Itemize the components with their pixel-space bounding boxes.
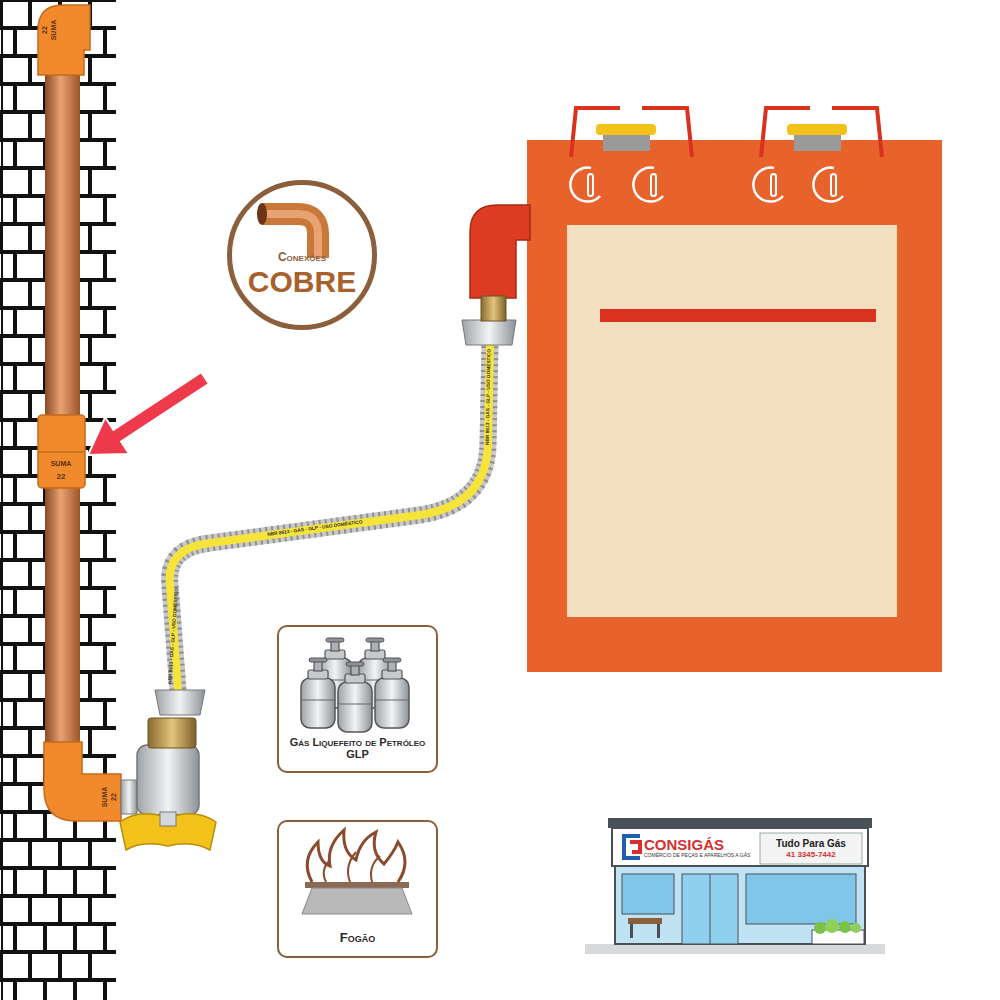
- pointer-arrow-part: [88, 372, 209, 455]
- store-slogan: Tudo Para Gás: [776, 838, 846, 850]
- store-building-part: [608, 818, 872, 828]
- store-logo-icon: [624, 836, 640, 858]
- stove-gas-elbow: [470, 205, 530, 321]
- store-logo-icon-part: [624, 836, 640, 858]
- store-name: CONSIGÁS: [644, 836, 724, 853]
- badge-caption: Conexões: [278, 251, 326, 265]
- stove: [527, 140, 942, 672]
- stove-flame-icon-part: [324, 852, 380, 882]
- store-building-part: [628, 918, 662, 924]
- stove-part: [600, 309, 876, 322]
- store-building-part: [760, 833, 862, 864]
- stove-burners-part: [603, 135, 650, 151]
- hose-nut-part: [462, 320, 516, 345]
- copper-pipe: [45, 60, 80, 760]
- stove-knobs-part: [651, 174, 656, 196]
- store-panel: Tudo Para Gás41 3345-7442: [761, 834, 861, 863]
- store-phone: 41 3345-7442: [786, 850, 835, 859]
- stove-knobs-part: [771, 174, 776, 196]
- store-building: [585, 818, 885, 954]
- store-logo-icon-part: [630, 842, 640, 852]
- store-building-part: [814, 922, 826, 934]
- stove-knobs-part: [753, 168, 783, 202]
- gas-valve: [120, 718, 216, 850]
- card-caption: Gás Liquefeito de Petróleo GLP: [287, 736, 428, 761]
- gas-valve-part: [137, 745, 199, 815]
- copper-badge-icon: [257, 203, 318, 258]
- copper-coupling-part: [38, 451, 85, 453]
- hose-nut: [155, 320, 516, 715]
- store-building-part: [682, 874, 738, 944]
- pointer-arrow: [88, 372, 209, 455]
- lpg-cylinders-icon-part: [375, 658, 409, 728]
- store-building-part: [657, 924, 660, 938]
- stove-knobs-part: [633, 168, 663, 202]
- stove-knobs-part: [831, 174, 836, 196]
- fitting-brand: SUMA: [50, 20, 57, 41]
- stove-part: [567, 225, 897, 617]
- copper-elbow-top-part: [38, 5, 90, 75]
- stove-knobs-part: [588, 174, 593, 196]
- fitting-size: 22: [110, 793, 117, 801]
- brick-wall-part: [0, 0, 116, 1000]
- stove-flame-icon: [302, 830, 412, 914]
- brick-wall: [0, 0, 116, 1000]
- copper-coupling: [38, 415, 85, 488]
- copper-elbow-bottom-part: [44, 742, 121, 821]
- brick-wall-part: [1, 0, 3, 1000]
- store-building-part: [839, 921, 851, 933]
- stove-burners-part: [787, 124, 847, 135]
- stove-gas-elbow-part: [481, 296, 506, 321]
- stove-card: Fogão: [277, 820, 438, 958]
- stove-flame-icon-part: [307, 830, 405, 882]
- gas-valve-part: [148, 718, 196, 748]
- fitting-size: 22: [41, 26, 48, 34]
- store-building-part: [630, 924, 633, 938]
- fitting-brand: SUMA: [51, 460, 72, 467]
- card-caption: Fogão: [340, 931, 375, 946]
- store-building-part: [615, 866, 865, 944]
- copper-badge-icon-part: [257, 203, 267, 225]
- lpg-cylinders-icon: [301, 638, 409, 732]
- stove-burners-part: [794, 135, 841, 151]
- stove-knobs-part: [570, 168, 600, 202]
- stove-knobs: [570, 168, 843, 202]
- stove-flame-icon-part: [302, 888, 412, 914]
- stove-burners-part: [596, 124, 656, 135]
- store-building-part: [612, 828, 868, 866]
- store-building-part: [851, 923, 861, 933]
- gas-valve-part: [121, 780, 137, 814]
- badge-title: COBRE: [248, 265, 356, 300]
- store-sign: CONSIGÁSCOMÉRCIO DE PEÇAS E APARELHOS A …: [644, 830, 758, 864]
- copper-badge: ConexõesCOBRE: [227, 180, 377, 330]
- lpg-cylinders-icon-part: [338, 662, 372, 732]
- copper-pipe-part: [45, 60, 80, 760]
- copper-coupling-part: [38, 415, 85, 488]
- fitting-brand: SUMA: [101, 787, 108, 808]
- stove-gas-elbow-part: [470, 205, 530, 298]
- copper-elbow-top: [38, 5, 90, 75]
- stove-knobs-part: [813, 168, 843, 202]
- lpg-cylinders-icon-part: [301, 658, 335, 728]
- copper-elbow-bottom: [44, 742, 121, 821]
- stove-flame-icon-part: [305, 882, 409, 888]
- fitting-size: 22: [57, 473, 66, 481]
- store-building-part: [825, 919, 839, 933]
- stove-burners: [571, 108, 882, 157]
- hose-nut-part: [155, 690, 205, 715]
- lpg-card: Gás Liquefeito de Petróleo GLP: [277, 625, 438, 773]
- store-building-part: [710, 874, 711, 944]
- store-building-part: [585, 944, 885, 954]
- store-subtitle: COMÉRCIO DE PEÇAS E APARELHOS A GÁS: [644, 853, 750, 859]
- store-building-part: [746, 874, 856, 924]
- gas-valve-part: [160, 812, 176, 826]
- store-building-part: [622, 874, 674, 914]
- stove-part: [527, 140, 942, 672]
